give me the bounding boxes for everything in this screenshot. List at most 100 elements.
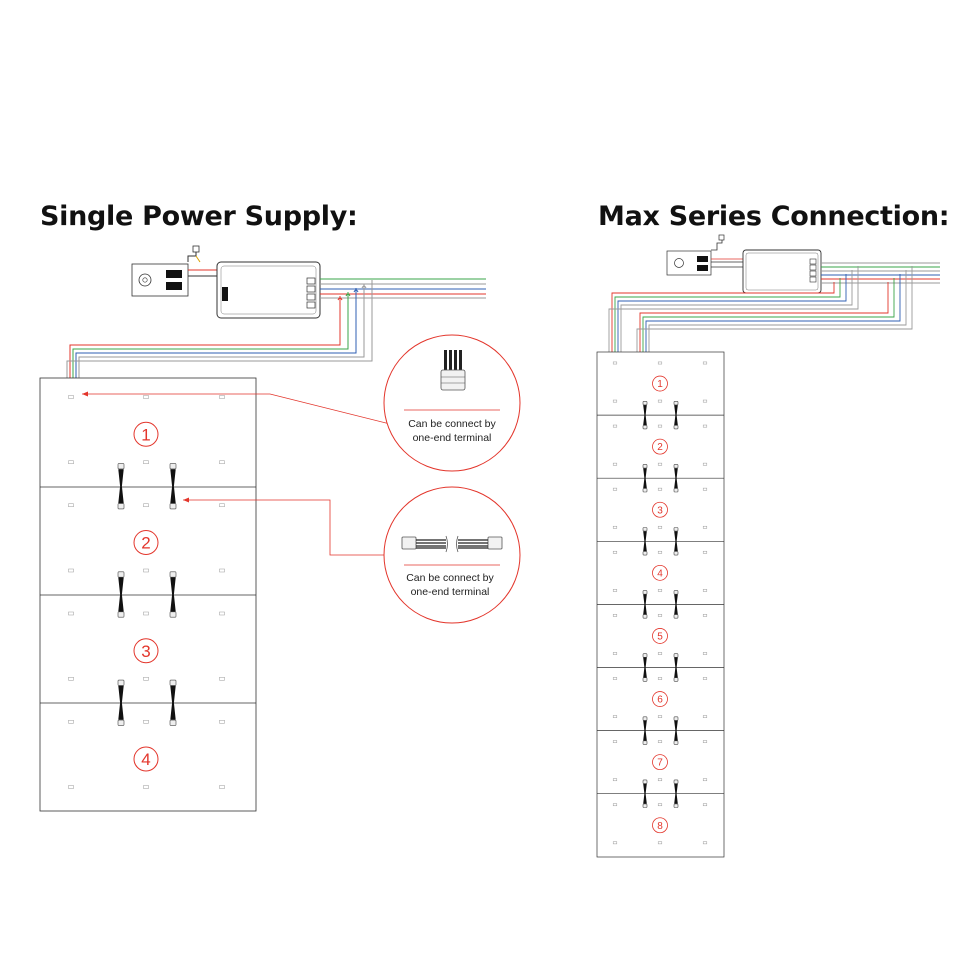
led-marker bbox=[219, 677, 225, 681]
led-marker bbox=[657, 740, 663, 743]
led-marker bbox=[143, 677, 149, 681]
led-marker bbox=[612, 715, 618, 718]
led-marker bbox=[219, 503, 225, 507]
right-power-adapter bbox=[666, 234, 743, 276]
led-marker bbox=[612, 677, 618, 680]
led-marker bbox=[68, 677, 74, 681]
right-panel-number: 3 bbox=[657, 505, 663, 516]
left-panel-connectors bbox=[117, 463, 177, 726]
left-callout-arrows bbox=[82, 391, 391, 556]
right-adapter-gear-icon bbox=[674, 258, 684, 268]
right-panel-number: 4 bbox=[657, 568, 663, 579]
led-marker bbox=[219, 568, 225, 573]
left-panel-badge bbox=[133, 421, 159, 447]
left-panel-number: 2 bbox=[141, 534, 150, 553]
led-marker bbox=[219, 395, 225, 399]
led-marker bbox=[702, 550, 708, 554]
led-marker bbox=[143, 503, 149, 507]
led-marker bbox=[612, 550, 618, 554]
callout-bottom-line1: Can be connect by bbox=[406, 572, 494, 584]
cable-connector-icon bbox=[401, 535, 503, 553]
right-panel-number: 7 bbox=[657, 758, 663, 769]
led-marker bbox=[219, 460, 225, 464]
left-title: Single Power Supply: bbox=[40, 201, 358, 232]
panel-link-connector bbox=[117, 571, 125, 618]
led-marker bbox=[612, 525, 618, 529]
right-panel-badge bbox=[652, 817, 668, 834]
led-marker bbox=[612, 424, 618, 428]
led-marker bbox=[68, 503, 74, 507]
led-marker bbox=[702, 715, 708, 718]
led-marker bbox=[702, 614, 708, 617]
right-panel-dividers bbox=[597, 414, 724, 795]
led-marker bbox=[68, 785, 74, 789]
callout-top-line1: Can be connect by bbox=[408, 418, 496, 430]
left-panel-badge bbox=[133, 530, 159, 556]
right-panel-badge bbox=[652, 501, 668, 518]
panel-link-connector bbox=[169, 679, 177, 726]
led-marker bbox=[702, 361, 708, 365]
panel-link-connector bbox=[673, 716, 679, 745]
led-marker bbox=[657, 589, 663, 592]
left-adapter-gear-icon bbox=[138, 273, 152, 287]
right-panel-number: 2 bbox=[657, 442, 663, 453]
left-panel-number: 3 bbox=[141, 642, 150, 661]
led-marker bbox=[143, 611, 149, 616]
led-marker bbox=[657, 399, 663, 403]
panel-link-connector bbox=[117, 463, 125, 510]
led-marker bbox=[702, 841, 708, 845]
panel-link-connector bbox=[673, 590, 679, 619]
panel-link-connector bbox=[642, 590, 648, 619]
led-marker bbox=[612, 652, 618, 655]
led-marker bbox=[143, 785, 149, 789]
led-marker bbox=[143, 720, 149, 724]
panel-link-connector bbox=[169, 463, 177, 510]
led-marker bbox=[702, 677, 708, 680]
led-marker bbox=[657, 424, 663, 428]
right-panel-number: 6 bbox=[657, 695, 663, 706]
led-marker bbox=[612, 614, 618, 617]
panel-link-connector bbox=[169, 571, 177, 618]
led-marker bbox=[702, 803, 708, 807]
led-marker bbox=[143, 460, 149, 464]
led-marker bbox=[702, 652, 708, 655]
led-marker bbox=[68, 568, 74, 573]
led-marker bbox=[612, 361, 618, 365]
panel-link-connector bbox=[642, 527, 648, 556]
panel-link-connector bbox=[642, 716, 648, 745]
callout-top-line2: one-end terminal bbox=[413, 432, 492, 444]
panel-link-connector bbox=[117, 679, 125, 726]
led-marker bbox=[702, 525, 708, 529]
led-marker bbox=[702, 589, 708, 592]
led-marker bbox=[612, 841, 618, 845]
led-marker bbox=[219, 720, 225, 724]
right-panel-connectors bbox=[642, 400, 679, 808]
right-panel-badge bbox=[652, 754, 668, 771]
panel-link-connector bbox=[673, 400, 679, 430]
right-output-wires bbox=[608, 262, 940, 362]
left-controller bbox=[216, 261, 321, 319]
led-marker bbox=[657, 803, 663, 807]
led-marker bbox=[68, 611, 74, 616]
terminal-connector-icon bbox=[440, 350, 466, 391]
right-title: Max Series Connection: bbox=[598, 201, 949, 232]
led-marker bbox=[612, 740, 618, 743]
led-marker bbox=[657, 715, 663, 718]
left-panel-badge bbox=[133, 746, 159, 772]
led-marker bbox=[143, 395, 149, 399]
led-marker bbox=[68, 460, 74, 464]
right-panel-badge bbox=[652, 375, 668, 392]
led-marker bbox=[657, 525, 663, 529]
led-marker bbox=[657, 677, 663, 680]
led-marker bbox=[702, 424, 708, 428]
right-panel-badge bbox=[652, 564, 668, 581]
panel-link-connector bbox=[673, 653, 679, 682]
panel-link-connector bbox=[642, 779, 648, 808]
right-panel-number: 5 bbox=[657, 631, 663, 642]
led-marker bbox=[219, 611, 225, 616]
right-panel-badge bbox=[652, 691, 668, 707]
